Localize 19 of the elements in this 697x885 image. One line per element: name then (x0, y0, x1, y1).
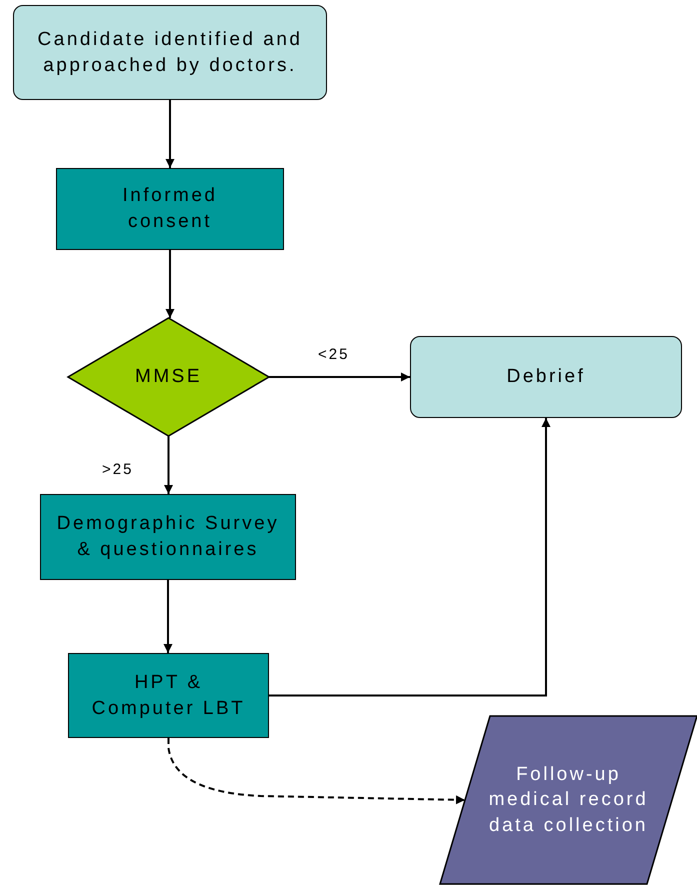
arrow (166, 250, 174, 318)
node-label: HPT & Computer LBT (90, 670, 246, 720)
node-label: Follow-up medical record data collection (488, 762, 650, 838)
node-label: Demographic Survey & questionnaires (56, 512, 280, 562)
process-box (56, 168, 284, 250)
process-box (40, 494, 296, 580)
node-label: Informed consent (122, 184, 218, 234)
arrow (166, 100, 174, 168)
rounded-box (410, 336, 682, 418)
arrow (164, 436, 173, 494)
process-box (68, 653, 269, 738)
arrow (168, 738, 466, 804)
rounded-box (13, 5, 327, 100)
arrow (269, 372, 410, 382)
arrow (164, 580, 172, 653)
node-label: Debrief (506, 365, 586, 390)
node-label: MMSE (135, 365, 202, 390)
node-label: Candidate identified and approached by doctors. (36, 28, 304, 78)
arrow (269, 418, 550, 696)
